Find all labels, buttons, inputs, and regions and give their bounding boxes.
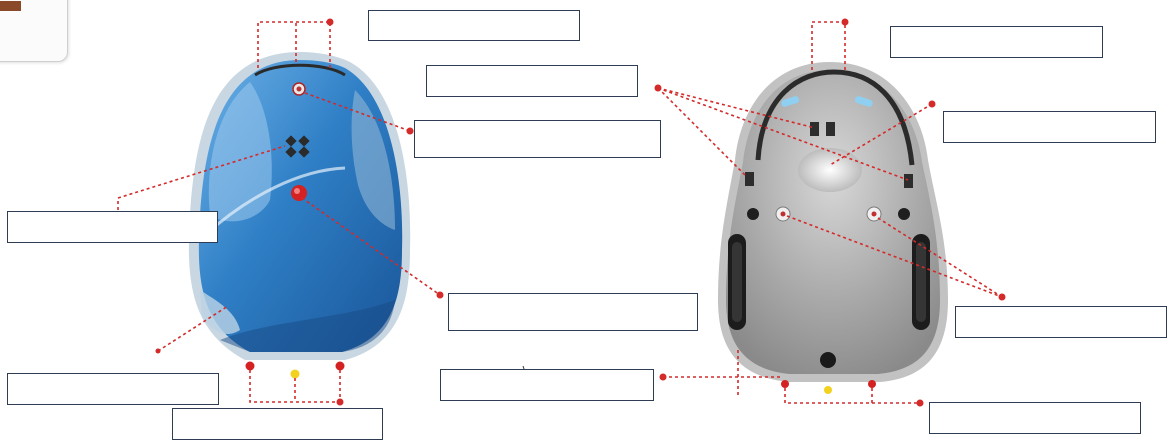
label-box-1[interactable] [368,10,580,41]
leader-casters [786,215,1003,298]
label-box-6[interactable] [7,373,219,405]
caster-right-dot [871,211,877,217]
bottom-red-dot-right [335,361,345,371]
robot-top-view [188,52,411,379]
screw-hole-right [898,208,910,220]
top-shell-sweep [204,166,346,237]
leader-bottom-view-bracket [784,388,920,404]
leader-dot [155,348,161,354]
side-connector-left [745,172,754,186]
go-button-highlight [294,188,300,194]
top-shell-shadow [220,300,395,352]
leader-dot [841,18,849,26]
bottom-yellow-dot [290,369,300,379]
label-box-4[interactable] [7,211,218,243]
leader-bottom-top-bracket [811,21,846,70]
top-shell-side-panel [351,90,395,230]
leader-dot [436,291,444,299]
caster-left-dot [780,211,786,217]
leader-direction-pad [117,145,286,210]
leader-switches [657,87,909,181]
leader-top-sensor [304,92,411,132]
label-box-2[interactable] [426,65,638,97]
label-box-7[interactable] [172,408,383,440]
bottom-view-red-dot-right [868,380,876,388]
bottom-view-red-dot-left [781,380,789,388]
bottom-view-yellow-dot [824,386,832,394]
robot-bottom-view [718,62,948,394]
leader-lower-panel [157,305,229,352]
label-box-10[interactable] [943,111,1156,143]
leader-battery [829,103,933,166]
bottom-switch-right [826,122,835,136]
label-box-12[interactable] [929,402,1141,434]
corner-card-tab [0,1,21,11]
label-box-9[interactable] [890,26,1103,58]
bumper-sensor-left [781,96,800,107]
leader-dot [998,293,1006,301]
wheel-right-tread [916,242,926,322]
label-box-11[interactable] [955,306,1167,338]
screw-hole-left [747,208,759,220]
leader-dot [916,399,924,407]
leader-dot [659,373,667,381]
leader-dot [654,84,662,92]
leader-wheel-base [663,350,780,398]
label-box-3[interactable] [414,120,661,158]
center-battery-disc [798,148,862,192]
leader-dot [406,127,414,135]
direction-pad-icon [285,135,310,158]
leader-dot [336,398,344,406]
leader-dot [928,100,936,108]
top-shell-highlight [208,82,272,222]
leader-lines [117,21,1003,404]
label-box-8[interactable] [440,369,654,401]
leader-endpoints [155,18,1006,407]
leader-go-button [301,197,441,296]
leader-top-bracket [257,21,331,68]
leader-bottom-bracket [249,370,341,403]
top-sensor-icon-inner [296,86,302,92]
leader-dot [326,18,334,26]
bottom-shell [726,70,940,374]
bumper-sensor-right [854,96,873,107]
rear-hole [820,352,836,368]
bottom-switch-left [810,122,819,136]
front-bumper-dark [254,63,346,77]
label-box-5[interactable] [448,293,698,331]
wheel-left-tread [732,242,742,322]
corner-card [0,0,68,62]
bottom-red-dot-left [245,361,255,371]
front-bumper [755,69,915,166]
side-connector-right [904,174,913,188]
